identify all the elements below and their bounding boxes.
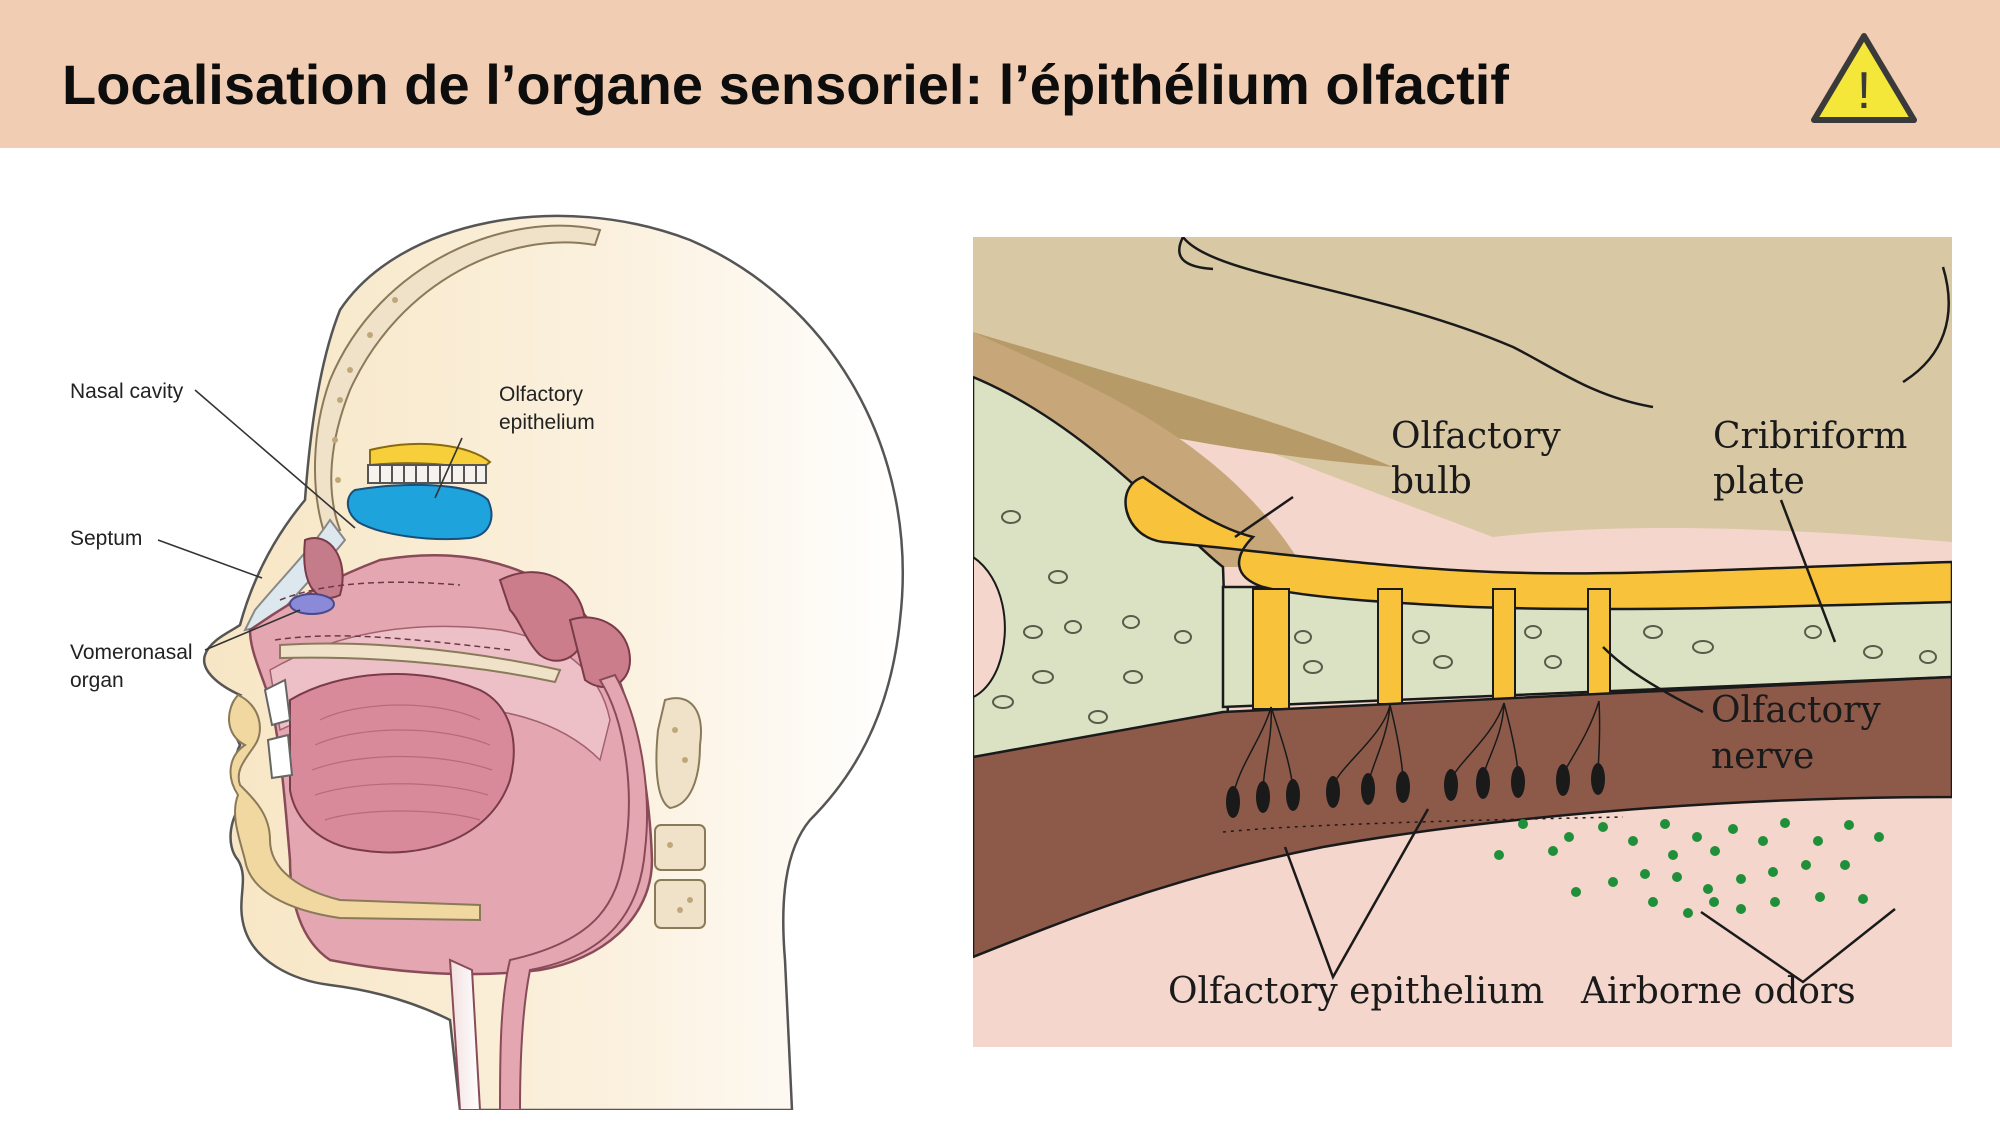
left-leader-lines xyxy=(157,389,463,651)
label-olfactory-nerve-line1: Olfactory xyxy=(1711,690,1881,731)
slide-title: Localisation de l’organe sensoriel: l’ép… xyxy=(62,53,1509,116)
label-olfactory-epithelium: Olfactory epithelium xyxy=(1168,971,1544,1012)
olfactory-bulb xyxy=(1124,475,1952,611)
olfactory-neurons xyxy=(1226,763,1605,818)
bone-texture xyxy=(332,297,398,483)
label-nasal-cavity: Nasal cavity xyxy=(70,380,184,403)
label-olfactory-nerve-line2: nerve xyxy=(1711,736,1814,777)
tongue xyxy=(289,673,515,854)
tongue-muscle-lines xyxy=(311,704,493,821)
label-olfactory-epithelium-line1: Olfactory xyxy=(499,383,584,406)
olfactory-nerve-bundles xyxy=(1252,588,1611,710)
warning-triangle-icon: ! xyxy=(1811,33,1917,123)
label-olfactory-bulb-line2: bulb xyxy=(1391,461,1472,502)
label-olfactory-epithelium-line2: epithelium xyxy=(499,411,595,434)
olfactory-epithelium-region xyxy=(346,483,493,541)
cervical-vertebrae xyxy=(654,697,706,929)
label-olfactory-bulb-line1: Olfactory xyxy=(1391,416,1561,457)
label-vomeronasal-line2: organ xyxy=(70,669,124,692)
right-leader-lines xyxy=(1234,495,1896,984)
olfactory-epithelium-layer xyxy=(973,675,1952,959)
airborne-odor-molecules xyxy=(1494,818,1884,918)
cribriform-comb xyxy=(379,465,477,483)
slide-header: Localisation de l’organe sensoriel: l’ép… xyxy=(0,0,2000,148)
label-septum: Septum xyxy=(70,527,142,550)
brain-region xyxy=(973,237,1952,542)
label-cribriform-line1: Cribriform xyxy=(1713,416,1907,457)
head-sagittal-illustration: Nasal cavity Olfactory epithelium Septum… xyxy=(70,214,905,1110)
label-cribriform-line2: plate xyxy=(1713,461,1805,502)
bone-pores xyxy=(992,510,1937,724)
label-vomeronasal-line1: Vomeronasal xyxy=(70,641,193,664)
label-airborne-odors: Airborne odors xyxy=(1580,971,1856,1012)
skull-bone xyxy=(313,224,602,537)
olfactory-detail-illustration: Olfactory bulb Cribriform plate Olfactor… xyxy=(973,237,1952,1047)
warning-glyph: ! xyxy=(1857,62,1871,120)
vomeronasal-organ-region xyxy=(289,593,335,615)
